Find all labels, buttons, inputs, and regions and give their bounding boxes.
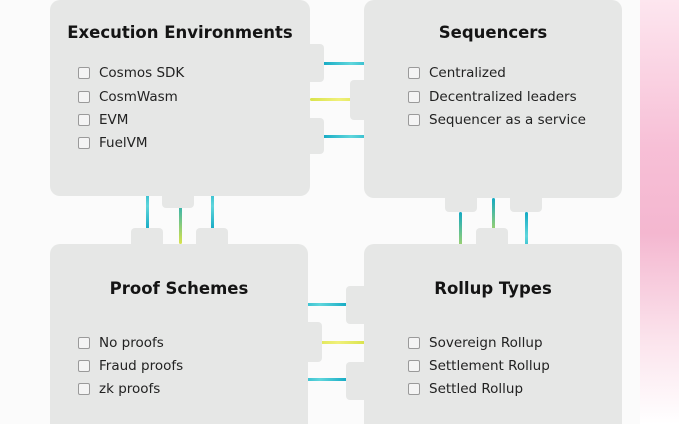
option-label: Sovereign Rollup bbox=[429, 335, 543, 351]
connector-wire bbox=[179, 198, 182, 244]
option-fuelvm[interactable]: FuelVM bbox=[78, 135, 148, 151]
checkbox[interactable] bbox=[78, 337, 90, 349]
checkbox[interactable] bbox=[78, 137, 90, 149]
card-notch bbox=[476, 228, 508, 248]
option-cosmos-sdk[interactable]: Cosmos SDK bbox=[78, 65, 184, 81]
checkbox[interactable] bbox=[78, 91, 90, 103]
checkbox[interactable] bbox=[78, 114, 90, 126]
option-settlement-rollup[interactable]: Settlement Rollup bbox=[408, 358, 550, 374]
execution-environments-title: Execution Environments bbox=[67, 23, 293, 42]
option-label: EVM bbox=[99, 112, 129, 128]
connector-wire bbox=[322, 135, 380, 138]
checkbox[interactable] bbox=[408, 114, 420, 126]
sequencers-title: Sequencers bbox=[438, 23, 548, 42]
option-zk-proofs[interactable]: zk proofs bbox=[78, 381, 160, 397]
card-notch bbox=[131, 228, 163, 248]
option-label: CosmWasm bbox=[99, 89, 178, 105]
option-decentralized-leaders[interactable]: Decentralized leaders bbox=[408, 89, 577, 105]
proof-schemes-card bbox=[50, 244, 308, 424]
connector-wire bbox=[310, 98, 368, 101]
option-label: Settlement Rollup bbox=[429, 358, 550, 374]
option-label: Decentralized leaders bbox=[429, 89, 577, 105]
checkbox[interactable] bbox=[408, 67, 420, 79]
execution-environments-card bbox=[50, 0, 310, 196]
checkbox[interactable] bbox=[78, 383, 90, 395]
rollup-types-card bbox=[364, 244, 622, 424]
connector-wire bbox=[310, 341, 366, 344]
option-label: Centralized bbox=[429, 65, 506, 81]
option-no-proofs[interactable]: No proofs bbox=[78, 335, 164, 351]
option-centralized[interactable]: Centralized bbox=[408, 65, 506, 81]
card-notch bbox=[350, 80, 368, 120]
option-settled-rollup[interactable]: Settled Rollup bbox=[408, 381, 523, 397]
rollup-types-title: Rollup Types bbox=[434, 279, 552, 298]
sequencers-card bbox=[364, 0, 622, 198]
connector-wire bbox=[146, 182, 149, 230]
checkbox[interactable] bbox=[78, 67, 90, 79]
card-notch bbox=[304, 322, 322, 362]
card-notch bbox=[346, 362, 368, 400]
option-label: Sequencer as a service bbox=[429, 112, 586, 128]
card-notch bbox=[162, 192, 194, 208]
card-notch bbox=[346, 286, 368, 324]
card-notch bbox=[510, 194, 542, 212]
card-notch bbox=[306, 44, 324, 82]
card-notch bbox=[196, 228, 228, 248]
option-sequencer-as-a-service[interactable]: Sequencer as a service bbox=[408, 112, 586, 128]
connector-wire bbox=[292, 303, 348, 306]
option-label: Settled Rollup bbox=[429, 381, 524, 397]
checkbox[interactable] bbox=[408, 360, 420, 372]
option-fraud-proofs[interactable]: Fraud proofs bbox=[78, 358, 183, 374]
option-evm[interactable]: EVM bbox=[78, 112, 128, 128]
connector-wire bbox=[492, 198, 495, 244]
option-label: FuelVM bbox=[99, 135, 148, 151]
proof-schemes-title: Proof Schemes bbox=[109, 279, 249, 298]
checkbox[interactable] bbox=[78, 360, 90, 372]
option-sovereign-rollup[interactable]: Sovereign Rollup bbox=[408, 335, 543, 351]
connector-wire bbox=[292, 378, 348, 381]
card-notch bbox=[306, 118, 324, 154]
checkbox[interactable] bbox=[408, 383, 420, 395]
connector-wire bbox=[322, 62, 380, 65]
option-label: zk proofs bbox=[99, 381, 161, 397]
option-label: Fraud proofs bbox=[99, 358, 184, 374]
connector-wire bbox=[211, 182, 214, 230]
option-cosmwasm[interactable]: CosmWasm bbox=[78, 89, 178, 105]
connector-wire bbox=[525, 212, 528, 260]
checkbox[interactable] bbox=[408, 91, 420, 103]
card-notch bbox=[445, 194, 477, 212]
checkbox[interactable] bbox=[408, 337, 420, 349]
pink-gradient-edge bbox=[640, 0, 679, 424]
option-label: No proofs bbox=[99, 335, 164, 351]
connector-wire bbox=[459, 212, 462, 260]
option-label: Cosmos SDK bbox=[99, 65, 185, 81]
